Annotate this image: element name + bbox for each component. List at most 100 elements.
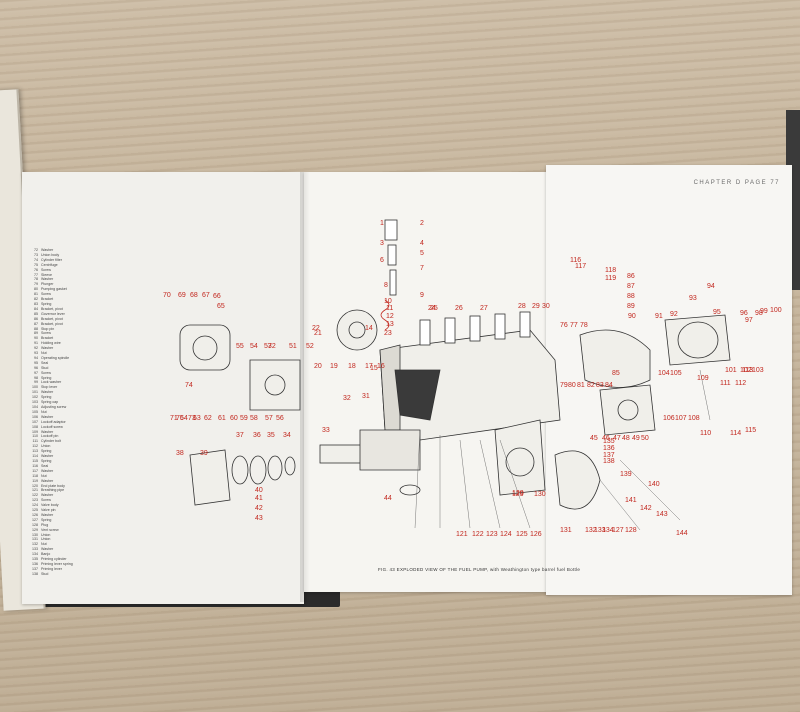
part-name: Screw [41, 370, 51, 375]
part-name: Screw [41, 267, 51, 272]
callout-label: 73 [188, 415, 196, 422]
callout-label: 14 [365, 325, 373, 332]
callout-label: 116 [570, 257, 581, 264]
callout-label: 16 [377, 363, 385, 370]
callout-label: 21 [314, 330, 322, 337]
part-name: Spring [41, 301, 52, 306]
callout-label: 23 [384, 330, 392, 337]
callout-label: 42 [255, 505, 263, 512]
part-name: Spring [41, 517, 52, 522]
part-name: Governor lever [41, 311, 65, 316]
part-name: Lockoff pin [41, 434, 59, 439]
part-number: 86 [34, 316, 38, 321]
part-number: 116 [32, 463, 38, 468]
part-number: 131 [32, 537, 38, 542]
part-number: 73 [34, 252, 38, 257]
callout-label: 56 [276, 415, 284, 422]
callout-label: 57 [265, 415, 273, 422]
callout-label: 97 [745, 317, 753, 324]
part-name: Stud [41, 571, 49, 576]
callout-label: 118 [605, 267, 616, 274]
part-name: Washer [41, 468, 54, 473]
part-number: 136 [32, 562, 38, 566]
part-number: 98 [34, 375, 38, 380]
callout-label: 122 [472, 531, 484, 538]
part-name: Lockoff screw [41, 424, 63, 429]
callout-label: 70 [163, 292, 171, 299]
part-number: 106 [32, 414, 38, 419]
part-name: Bracket, pivot [41, 306, 63, 311]
callout-label: 74 [185, 382, 193, 389]
callout-label: 131 [560, 527, 572, 534]
part-name: Bracket, pivot [41, 321, 63, 326]
callout-label: 82 [587, 382, 595, 389]
callout-label: 66 [213, 293, 221, 300]
part-name: Banjo [41, 552, 51, 557]
part-name: Washer [41, 414, 54, 419]
callout-label: 58 [250, 415, 258, 422]
callout-label: 62 [204, 415, 212, 422]
callout-label: 61 [218, 415, 226, 422]
part-name: Screw [41, 292, 51, 297]
part-name: Screw [41, 498, 51, 503]
part-number: 121 [32, 488, 38, 493]
callout-label: 128 [625, 527, 637, 534]
part-number: 92 [34, 346, 38, 351]
callout-label: 106 [663, 415, 675, 422]
callout-label: 137 [603, 452, 615, 459]
callout-label: 10 [384, 298, 392, 305]
callout-label: 48 [622, 435, 630, 442]
part-number: 133 [32, 547, 38, 552]
callout-label: 36 [253, 432, 261, 439]
part-number: 124 [32, 503, 38, 508]
part-name: End plate body [41, 483, 65, 488]
callout-label: 127 [612, 527, 624, 534]
part-name: Cylinder filter [41, 257, 62, 262]
callout-label: 115 [745, 427, 756, 434]
callout-label: 140 [648, 481, 660, 488]
callout-label: 112 [735, 380, 746, 387]
callout-label: 77 [570, 322, 578, 329]
callout-label: 53 [264, 343, 272, 350]
callout-label: 64 [180, 415, 188, 422]
part-number: 101 [32, 390, 38, 395]
callout-label: 27 [480, 305, 488, 312]
callout-label: 34 [283, 432, 291, 439]
callout-label: 20 [314, 363, 322, 370]
callout-label: 139 [620, 471, 632, 478]
callout-label: 135 [603, 438, 615, 445]
part-number: 97 [34, 370, 38, 375]
callout-label: 13 [386, 321, 394, 328]
part-number: 89 [34, 331, 38, 336]
callout-label: 143 [656, 511, 668, 518]
part-number: 108 [32, 424, 38, 429]
part-name: Screw [41, 331, 51, 336]
callout-label: 18 [348, 363, 356, 370]
callout-label: 8 [384, 282, 388, 289]
part-name: Stop lever [41, 385, 58, 390]
part-number: 128 [32, 522, 38, 527]
callout-label: 88 [627, 293, 635, 300]
part-name: Union [41, 537, 51, 542]
part-name: Sleeve [41, 272, 52, 277]
